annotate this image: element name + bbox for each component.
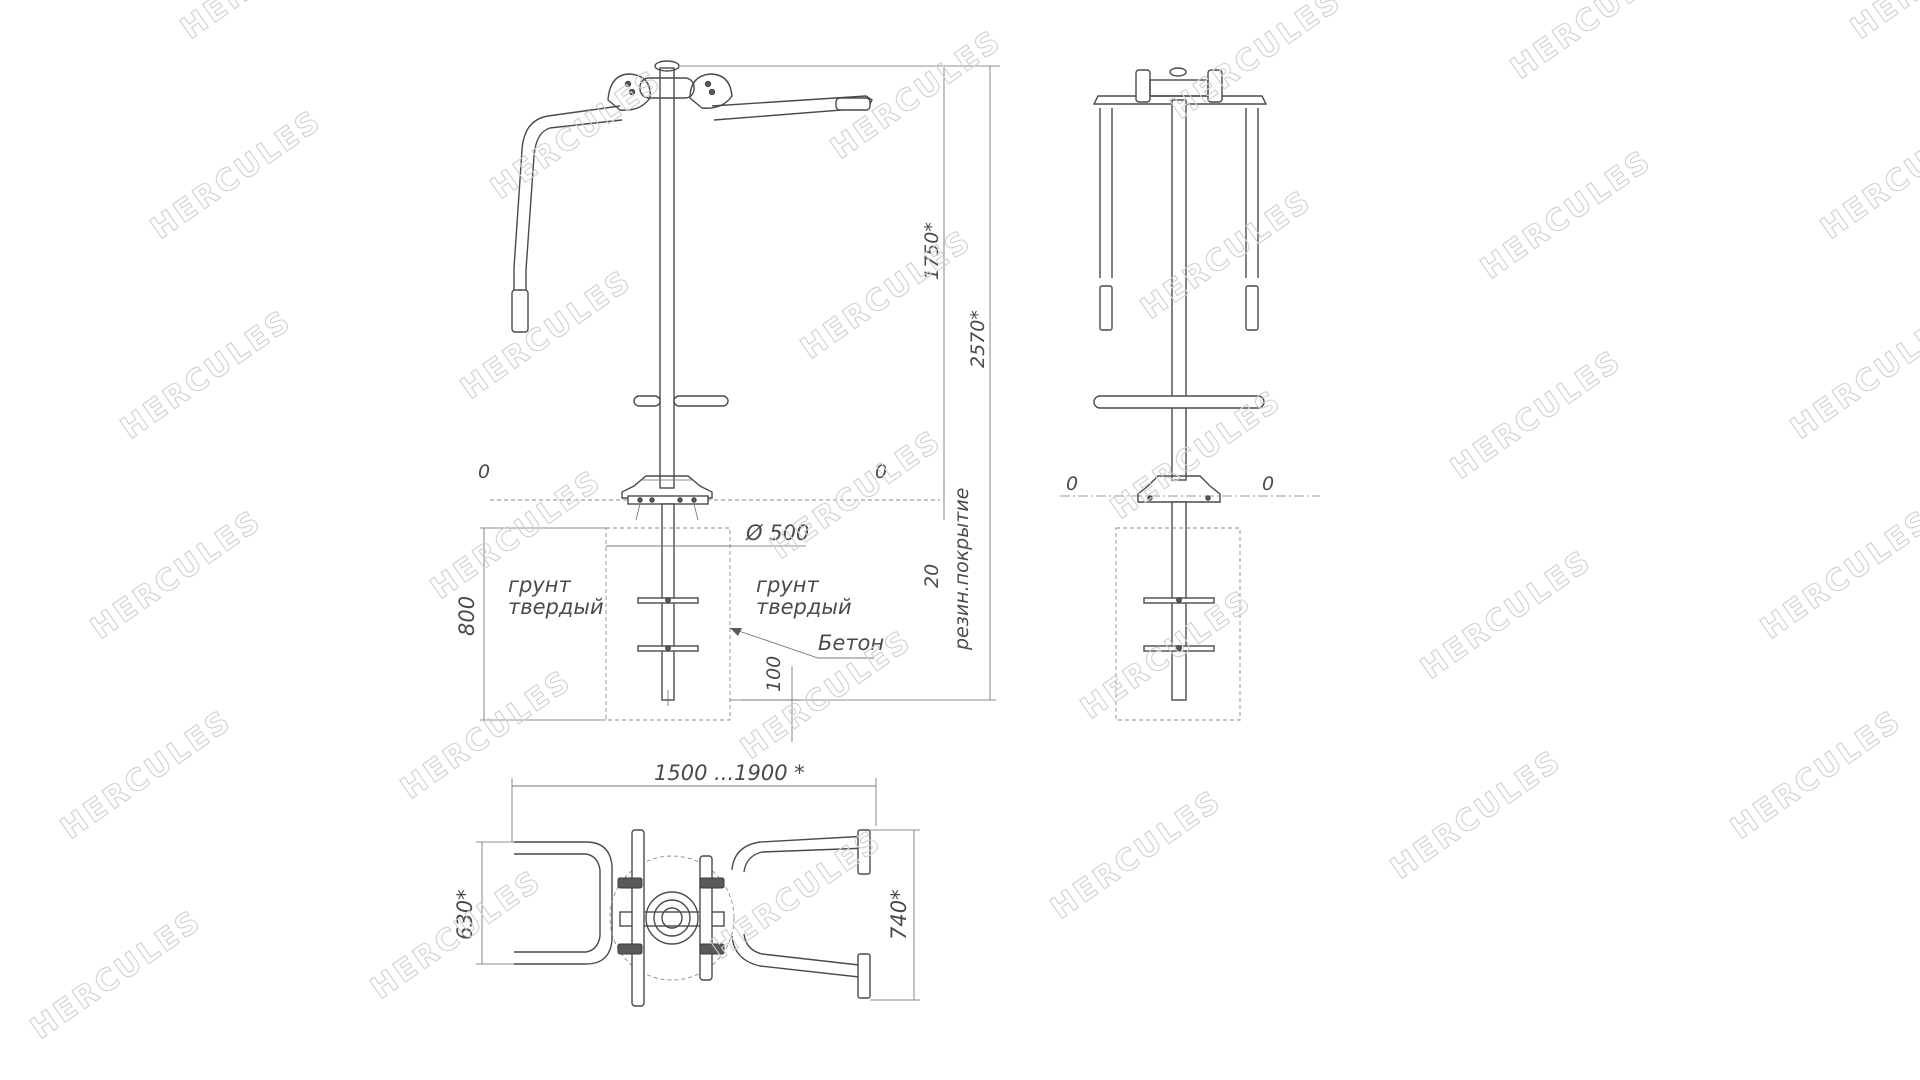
zero-mark-left: 0 bbox=[478, 461, 490, 483]
watermark-text: HERCULES bbox=[1475, 143, 1659, 287]
left-grip bbox=[511, 289, 529, 333]
watermark-text: HERCULES bbox=[365, 863, 549, 1007]
watermark-text: HERCULES bbox=[1505, 0, 1689, 87]
watermark-text: HERCULES bbox=[1445, 343, 1629, 487]
zero-mark-front-left: 0 bbox=[1066, 473, 1078, 495]
footrest-left bbox=[633, 395, 661, 407]
concrete-leader bbox=[729, 627, 874, 659]
watermark-text: HERCULES bbox=[1785, 303, 1920, 447]
watermark-text: HERCULES bbox=[55, 703, 239, 847]
right-arm bbox=[711, 95, 873, 121]
front-post bbox=[1171, 99, 1187, 481]
front-footrest bbox=[1093, 395, 1265, 409]
bottom-clearance: 100 bbox=[763, 656, 785, 692]
plan-view: 1500 ...1900 * 630* 740* bbox=[453, 761, 920, 1007]
front-handle-left bbox=[1099, 108, 1113, 278]
watermark-text: HERCULES bbox=[1165, 0, 1349, 127]
watermark-text: HERCULES bbox=[515, 0, 699, 7]
front-view: 0 0 bbox=[1060, 67, 1320, 721]
watermark-text: HERCULES bbox=[795, 223, 979, 367]
watermark-text: HERCULES bbox=[85, 503, 269, 647]
watermark-text: HERCULES bbox=[145, 103, 329, 247]
foundation-depth: 800 bbox=[455, 596, 479, 636]
watermark-text: HERCULES bbox=[1385, 743, 1569, 887]
front-foundation bbox=[1115, 527, 1241, 721]
watermark-text: HERCULES bbox=[1075, 583, 1259, 727]
watermark-text: HERCULES bbox=[1725, 703, 1909, 847]
coating-thickness: 20 bbox=[921, 564, 943, 588]
main-post bbox=[659, 67, 675, 489]
front-handle-right bbox=[1245, 108, 1259, 278]
zero-mark-front-right: 0 bbox=[1262, 473, 1274, 495]
watermark-text: HERCULES bbox=[175, 0, 359, 47]
watermark-text: HERCULES bbox=[825, 23, 1009, 167]
plan-handle-left bbox=[514, 841, 613, 965]
watermark-text: HERCULES bbox=[765, 423, 949, 567]
zero-mark-right: 0 bbox=[875, 461, 887, 483]
pivot-hub bbox=[607, 73, 733, 111]
left-arm-inner bbox=[525, 119, 623, 332]
watermark-text: HERCULES bbox=[1045, 783, 1229, 927]
watermark-text: HERCULES bbox=[705, 823, 889, 967]
above-ground-height: 1750* bbox=[921, 222, 943, 280]
watermark-text: HERCULES bbox=[455, 263, 639, 407]
watermark-text: HERCULES bbox=[1845, 0, 1920, 47]
rubber-coating-label: резин.покрытие bbox=[951, 488, 973, 651]
watermark-text: HERCULES bbox=[25, 903, 209, 1047]
plan-width-right: 740* bbox=[887, 889, 911, 940]
front-hub bbox=[1149, 79, 1209, 97]
plan-handle-right-bottom bbox=[731, 933, 869, 979]
concrete-label: Бетон bbox=[818, 631, 884, 655]
footrest-right bbox=[673, 395, 729, 407]
post-cap bbox=[654, 60, 680, 72]
plan-handle-right-top bbox=[731, 835, 869, 873]
front-disc-left bbox=[1135, 69, 1151, 103]
watermark-text: HERCULES bbox=[115, 303, 299, 447]
total-height: 2570* bbox=[967, 310, 989, 368]
watermark-text: HERCULES bbox=[395, 663, 579, 807]
watermark-text: HERCULES bbox=[485, 63, 669, 207]
side-view: 0 0 bbox=[455, 60, 1000, 742]
front-flange bbox=[1137, 475, 1221, 503]
right-grip bbox=[835, 97, 871, 111]
foundation-diameter: Ø 500 bbox=[745, 521, 809, 545]
watermark-text: HERCULES bbox=[1135, 183, 1319, 327]
watermark-text: HERCULES bbox=[1815, 103, 1920, 247]
plan-width-left: 630* bbox=[453, 889, 477, 940]
plan-base-circle bbox=[609, 855, 735, 981]
concrete-foundation bbox=[605, 527, 731, 721]
left-arm-outer bbox=[513, 105, 621, 332]
watermark-text: HERCULES bbox=[1415, 543, 1599, 687]
plan-axle bbox=[619, 911, 725, 927]
width-range: 1500 ...1900 * bbox=[654, 761, 805, 785]
watermark-text: HERCULES bbox=[1755, 503, 1920, 647]
